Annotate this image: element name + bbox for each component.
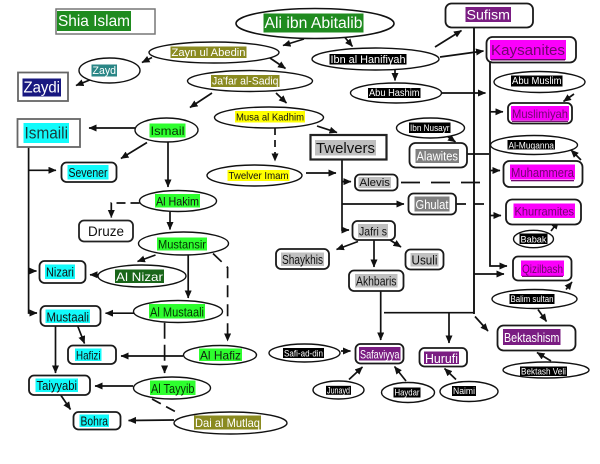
svg-text:Kaysanites: Kaysanites <box>491 42 565 59</box>
svg-text:Ismail: Ismail <box>151 124 185 138</box>
svg-text:Mustansir: Mustansir <box>158 238 206 252</box>
svg-text:Musa al Kadhim: Musa al Kadhim <box>236 111 304 123</box>
svg-text:Haydar: Haydar <box>395 388 420 399</box>
svg-text:Ibn Nusayr: Ibn Nusayr <box>410 123 450 134</box>
svg-text:Twelver Imam: Twelver Imam <box>229 170 289 182</box>
svg-text:Hafizi: Hafizi <box>76 348 101 362</box>
svg-text:Ibn al Hanifiyah: Ibn al Hanifiyah <box>331 54 406 66</box>
svg-text:Junayd: Junayd <box>327 385 350 396</box>
svg-text:Al Hafiz: Al Hafiz <box>200 348 241 362</box>
svg-text:Nizari: Nizari <box>46 265 74 279</box>
svg-text:Babak: Babak <box>521 234 547 244</box>
svg-text:Al Mustaali: Al Mustaali <box>150 304 204 319</box>
svg-text:Mustaali: Mustaali <box>47 309 90 324</box>
svg-text:Alawites: Alawites <box>417 150 459 164</box>
svg-text:Ali ibn Abitalib: Ali ibn Abitalib <box>265 15 363 32</box>
svg-text:Druze: Druze <box>88 224 124 239</box>
svg-text:Balim sultan: Balim sultan <box>511 294 554 305</box>
svg-text:Muhammera: Muhammera <box>511 165 575 180</box>
svg-text:Abu Muslim: Abu Muslim <box>512 76 562 87</box>
svg-text:Safaviyya: Safaviyya <box>360 347 400 361</box>
svg-text:Usuli: Usuli <box>412 253 438 267</box>
svg-text:Twelvers: Twelvers <box>316 140 375 157</box>
svg-text:Naimi: Naimi <box>453 386 475 397</box>
svg-text:Zaydi: Zaydi <box>24 80 61 97</box>
svg-text:Safi-ad-din: Safi-ad-din <box>284 349 323 359</box>
svg-text:Zayd: Zayd <box>93 65 117 77</box>
svg-text:Alevis: Alevis <box>360 177 391 189</box>
svg-text:Qizilbash: Qizilbash <box>522 262 563 276</box>
svg-text:Shia Islam: Shia Islam <box>58 13 130 30</box>
svg-text:Ja'far al-Sadiq: Ja'far al-Sadiq <box>212 76 279 88</box>
svg-text:Abu Hashim: Abu Hashim <box>369 88 420 99</box>
svg-text:Sevener: Sevener <box>69 166 108 180</box>
svg-text:Shaykhis: Shaykhis <box>282 253 323 267</box>
svg-text:Hurufi: Hurufi <box>425 351 458 366</box>
svg-text:Al-Muqanna: Al-Muqanna <box>509 140 555 150</box>
svg-text:Ghulat: Ghulat <box>416 197 449 212</box>
svg-text:Taiyyabi: Taiyyabi <box>37 379 78 393</box>
svg-text:Al Nizar: Al Nizar <box>116 270 163 284</box>
svg-text:Al Hakim: Al Hakim <box>156 194 199 208</box>
svg-text:Bohra: Bohra <box>81 414 109 428</box>
svg-text:Al Tayyib: Al Tayyib <box>151 381 195 396</box>
svg-text:Zayn ul Abedin: Zayn ul Abedin <box>172 47 246 59</box>
svg-text:Jafri s: Jafri s <box>359 224 387 238</box>
svg-text:Khurramites: Khurramites <box>515 204 575 218</box>
svg-text:Akhbaris: Akhbaris <box>356 274 397 288</box>
svg-text:Bektash Veli: Bektash Veli <box>521 366 566 377</box>
svg-text:Muslimiyah: Muslimiyah <box>512 107 568 121</box>
svg-text:Dai al Mutlaq: Dai al Mutlaq <box>195 416 260 430</box>
svg-text:Bektashism: Bektashism <box>504 330 560 345</box>
svg-text:Sufism: Sufism <box>467 8 511 23</box>
svg-text:Ismaili: Ismaili <box>25 125 69 143</box>
